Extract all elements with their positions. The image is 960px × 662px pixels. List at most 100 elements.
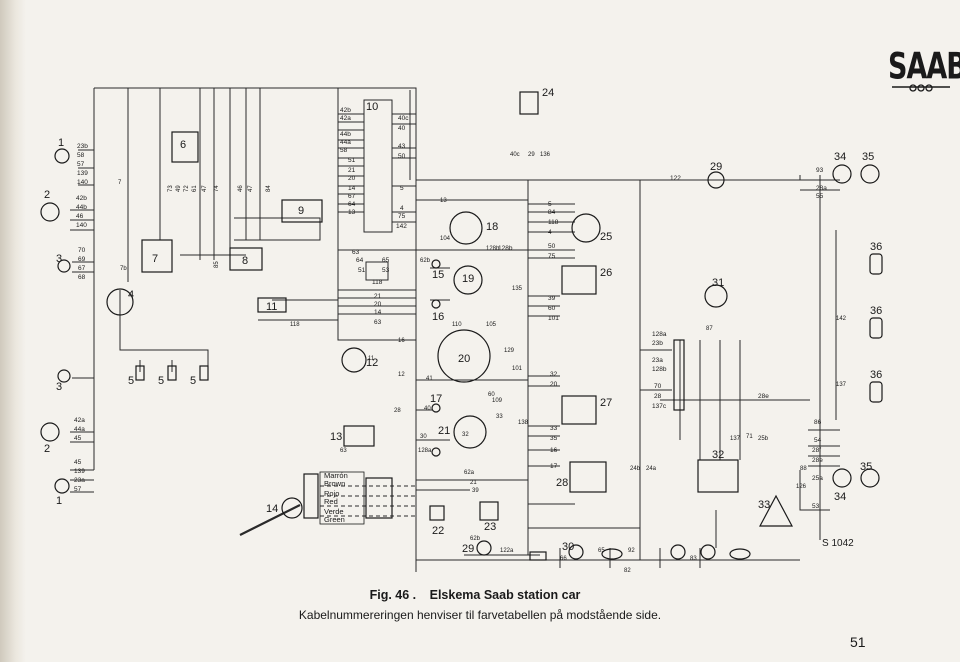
wire-labels-center-right: 5 84 118 4 50 75 128b 39 60 101 bbox=[498, 201, 559, 322]
label-c19: 19 bbox=[462, 273, 474, 285]
wire-label: 65 bbox=[598, 548, 605, 554]
switch-color-legend: Marrón Brown Rojo Red Verde Green bbox=[319, 471, 365, 525]
connector-strip bbox=[673, 339, 685, 411]
label-c36c: 36 bbox=[870, 369, 882, 381]
svg-text:74: 74 bbox=[214, 185, 220, 192]
label-c29b: 29 bbox=[462, 543, 474, 555]
label-c5a: 5 bbox=[128, 375, 134, 387]
connector-block bbox=[365, 477, 393, 519]
svg-text:5: 5 bbox=[400, 185, 404, 192]
saab-logo-emblem bbox=[892, 84, 950, 92]
label-c35b: 35 bbox=[860, 461, 872, 473]
spark-plug-2 bbox=[167, 365, 177, 381]
label-c2: 2 bbox=[44, 189, 50, 201]
component-30-c bbox=[700, 544, 716, 560]
wire-label: 128b bbox=[486, 246, 500, 252]
label-c17: 17 bbox=[430, 393, 442, 405]
svg-text:49: 49 bbox=[176, 185, 182, 192]
wire-label: 63 bbox=[340, 448, 347, 454]
label-c34: 34 bbox=[834, 151, 846, 163]
wire-label: 138 bbox=[518, 420, 529, 426]
label-c22: 22 bbox=[432, 525, 444, 537]
wire-label: 33 bbox=[496, 414, 503, 420]
svg-text:67: 67 bbox=[78, 265, 86, 272]
label-c1b: 1 bbox=[56, 495, 62, 507]
svg-text:122: 122 bbox=[670, 175, 681, 182]
svg-text:54: 54 bbox=[814, 437, 822, 444]
wire-label: 135 bbox=[512, 286, 523, 292]
headlamp-1-shape bbox=[54, 148, 70, 164]
svg-text:Marrón: Marrón bbox=[324, 471, 348, 480]
svg-text:57: 57 bbox=[74, 486, 82, 493]
svg-text:45: 45 bbox=[74, 459, 82, 466]
label-c1: 1 bbox=[58, 137, 64, 149]
svg-text:Rojo: Rojo bbox=[324, 489, 339, 498]
label-c14: 14 bbox=[266, 503, 278, 515]
label-c27: 27 bbox=[600, 397, 612, 409]
svg-text:Brown: Brown bbox=[324, 479, 345, 488]
component-27-box bbox=[561, 395, 597, 425]
label-c18: 18 bbox=[486, 221, 498, 233]
wire-label: 40 bbox=[424, 406, 431, 412]
svg-text:14: 14 bbox=[348, 185, 356, 192]
svg-text:47: 47 bbox=[202, 185, 208, 192]
label-c13: 13 bbox=[330, 431, 342, 443]
svg-text:28: 28 bbox=[654, 393, 662, 400]
wire-label: 71 bbox=[746, 434, 753, 440]
wire-label: 129 bbox=[504, 348, 515, 354]
svg-text:21: 21 bbox=[348, 167, 356, 174]
wire-label: 62b bbox=[420, 258, 431, 264]
wire-label: 137 bbox=[730, 436, 741, 442]
svg-text:44b: 44b bbox=[76, 204, 87, 211]
label-c15: 15 bbox=[432, 269, 444, 281]
book-binding-shadow bbox=[0, 0, 26, 662]
svg-text:139: 139 bbox=[74, 468, 85, 475]
label-c3: 3 bbox=[56, 253, 62, 265]
wire-labels-right-top: 93 28a 55 122 bbox=[670, 167, 827, 200]
headlamp-2-shape bbox=[40, 202, 60, 222]
label-c34b: 34 bbox=[834, 491, 846, 503]
svg-text:13: 13 bbox=[348, 209, 356, 216]
label-c16: 16 bbox=[432, 311, 444, 323]
svg-text:93: 93 bbox=[816, 167, 824, 174]
svg-text:45: 45 bbox=[74, 435, 82, 442]
svg-text:67: 67 bbox=[348, 193, 356, 200]
svg-text:20: 20 bbox=[348, 175, 356, 182]
component-33-triangle bbox=[759, 494, 793, 527]
component-29-bottom bbox=[476, 540, 492, 556]
spark-plug-1 bbox=[135, 365, 145, 381]
component-24-box bbox=[519, 91, 539, 115]
component-11-box bbox=[257, 297, 287, 313]
svg-text:55: 55 bbox=[816, 193, 824, 200]
label-c36b: 36 bbox=[870, 305, 882, 317]
figure-number: Fig. 46 . bbox=[369, 588, 417, 602]
svg-text:51: 51 bbox=[358, 267, 366, 274]
svg-text:60: 60 bbox=[548, 305, 556, 312]
svg-text:Red: Red bbox=[324, 497, 338, 506]
label-c6: 6 bbox=[180, 139, 186, 151]
label-c9: 9 bbox=[298, 205, 304, 217]
component-36-lamp-1 bbox=[869, 253, 883, 275]
svg-text:28e: 28e bbox=[758, 393, 769, 400]
svg-text:42a: 42a bbox=[340, 115, 351, 122]
svg-text:23b: 23b bbox=[652, 340, 663, 347]
wire-labels-left-low: 45 139 23a 57 bbox=[74, 459, 85, 493]
wire-label: 104 bbox=[440, 236, 451, 242]
label-c23: 23 bbox=[484, 521, 496, 533]
svg-text:140: 140 bbox=[77, 179, 88, 186]
wire-label: 110 bbox=[452, 322, 462, 328]
label-c26: 26 bbox=[600, 267, 612, 279]
svg-text:35: 35 bbox=[550, 435, 558, 442]
component-6-box bbox=[171, 131, 199, 163]
component-19-gauge bbox=[453, 265, 483, 295]
component-14-switch bbox=[281, 497, 303, 519]
svg-text:118: 118 bbox=[548, 219, 559, 226]
svg-text:23a: 23a bbox=[652, 357, 663, 364]
label-c31: 31 bbox=[712, 277, 724, 289]
wire-label: 92 bbox=[628, 548, 635, 554]
svg-text:57: 57 bbox=[77, 161, 85, 168]
component-23-box bbox=[479, 501, 499, 521]
wire-label: 122a bbox=[500, 548, 514, 554]
component-17-lamp bbox=[431, 403, 441, 413]
wire-labels-left-top: 23b 58 57 139 140 bbox=[77, 143, 88, 186]
